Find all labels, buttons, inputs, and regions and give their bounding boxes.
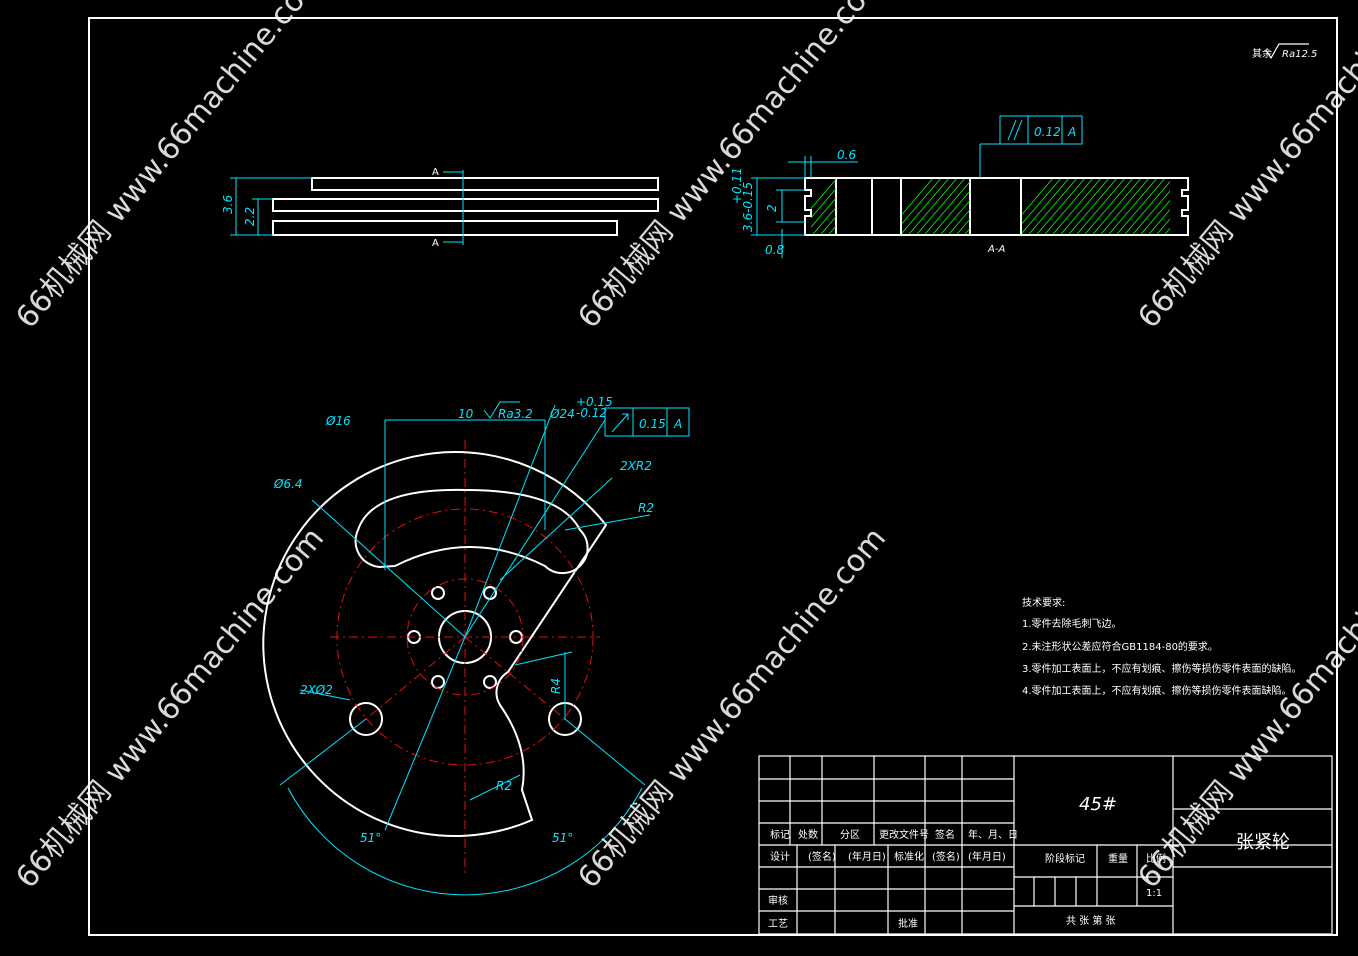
tb-mid-2: (年月日)	[848, 850, 886, 863]
tb-mid-1: (签名)	[808, 850, 836, 863]
tech-item-3: 3.零件加工表面上，不应有划痕、擦伤等损伤零件表面的缺陷。	[1022, 662, 1302, 675]
section-view: A-A 0.6 3.6-0.15 +0.11 2 0.8 0.12 A	[730, 115, 1189, 258]
dim-height-tol: +0.11	[730, 167, 744, 204]
dim-inner: 2	[765, 204, 779, 212]
dim-r4: R4	[549, 678, 563, 694]
dim-angle-right: 51°	[552, 831, 573, 845]
tb-mid-0: 设计	[770, 850, 790, 863]
tb-top-5: 年、月、日	[968, 828, 1018, 841]
parallel-tol-frame	[999, 115, 1083, 145]
title-block: 标记 处数 分区 更改文件号 签名 年、月、日 设计 (签名) (年月日) 标准…	[758, 755, 1333, 935]
tech-item-1: 1.零件去除毛刺飞边。	[1022, 617, 1122, 630]
dim-angle-left: 51°	[360, 831, 381, 845]
watermark-1: 66机械网 www.66machine.com	[9, 0, 331, 335]
tb-mid-4: (签名)	[932, 850, 960, 863]
tb-weight: 重量	[1108, 852, 1128, 865]
section-label: A-A	[987, 244, 1005, 255]
side-plate-middle	[272, 198, 659, 212]
dim-side-inner: 2.2	[243, 207, 257, 226]
dim-ra32: Ra3.2	[498, 407, 533, 421]
watermark-3: 66机械网 www.66machine.com	[1131, 0, 1358, 335]
dim-bottom: 0.8	[765, 243, 784, 257]
runout-tol: 0.15	[639, 417, 666, 431]
cut-label-top: A	[432, 167, 439, 178]
dim-groove: 0.6	[837, 148, 856, 162]
watermark-4: 66机械网 www.66machine.com	[9, 521, 331, 895]
front-view: Ø16 Ø6.4 10 Ra3.2 Ø24 +0.15 -0.12 0.15 A…	[262, 395, 690, 896]
disc-outline	[262, 450, 608, 837]
tb-mid-3: 标准化	[894, 850, 924, 863]
dim-d24-up: +0.15	[576, 395, 613, 409]
material: 45#	[1079, 794, 1117, 815]
surface-note: 其余	[1252, 47, 1272, 60]
parallel-icon	[1007, 119, 1023, 141]
watermark-2: 66机械网 www.66machine.com	[571, 0, 893, 335]
tech-item-2: 2.未注形状公差应符合GB1184-80的要求。	[1022, 640, 1218, 653]
runout-icon	[611, 413, 629, 433]
tb-scale-value: 1:1	[1146, 888, 1162, 899]
section-outline	[804, 177, 1189, 236]
dim-height: 3.6-0.15	[741, 182, 755, 232]
tb-top-3: 更改文件号	[879, 828, 929, 841]
hatch-right	[1022, 179, 1170, 234]
dim-r2: R2	[638, 501, 654, 515]
dim-d16: Ø16	[325, 414, 351, 428]
dim-side-overall: 3.6	[221, 195, 235, 214]
parallel-tol: 0.12	[1034, 125, 1061, 139]
dim-holes: 2XØ2	[300, 683, 333, 697]
dim-d24: Ø24	[549, 407, 575, 421]
dim-d24-dn: -0.12	[576, 406, 607, 420]
pin-hole-left	[349, 702, 383, 736]
tb-top-4: 签名	[935, 828, 955, 841]
dim-2xr2: 2XR2	[620, 459, 652, 473]
tb-top-2: 分区	[840, 829, 860, 841]
angle-arc	[287, 787, 643, 896]
tech-item-4: 4.零件加工表面上，不应有划痕、擦伤等损伤零件表面缺陷。	[1022, 684, 1292, 697]
side-plate-bottom	[272, 220, 618, 236]
tb-sheet: 共 张 第 张	[1066, 914, 1116, 927]
hatch-left	[811, 179, 836, 234]
dim-r2b: R2	[496, 779, 512, 793]
runout-datum: A	[673, 417, 682, 431]
runout-tol-frame	[604, 407, 690, 437]
roughness-symbol	[1265, 43, 1309, 60]
hatch-middle	[902, 179, 970, 234]
side-plate-top	[311, 177, 659, 191]
tb-approve: 批准	[898, 917, 918, 930]
tb-review: 审核	[768, 894, 788, 907]
surface-note-value: Ra12.5	[1282, 49, 1317, 60]
tech-title: 技术要求:	[1022, 596, 1065, 609]
tb-mid-5: (年月日)	[968, 850, 1006, 863]
drawing-frame	[88, 17, 1338, 936]
dim-d64: Ø6.4	[273, 477, 303, 491]
tech-requirements: 技术要求: 1.零件去除毛刺飞边。 2.未注形状公差应符合GB1184-80的要…	[1022, 596, 1302, 697]
cut-label-bottom: A	[432, 238, 439, 249]
part-name: 张紧轮	[1236, 832, 1290, 853]
tb-stage: 阶段标记	[1045, 852, 1085, 865]
tb-top-0: 标记	[770, 829, 790, 841]
dim-len10: 10	[458, 407, 474, 421]
side-view: A A 3.6 2.2	[221, 167, 659, 249]
kidney-slot	[354, 488, 589, 575]
parallel-datum: A	[1067, 125, 1076, 139]
tb-scale: 比例	[1146, 852, 1166, 865]
tb-process: 工艺	[768, 918, 788, 930]
tb-top-1: 处数	[798, 828, 818, 841]
